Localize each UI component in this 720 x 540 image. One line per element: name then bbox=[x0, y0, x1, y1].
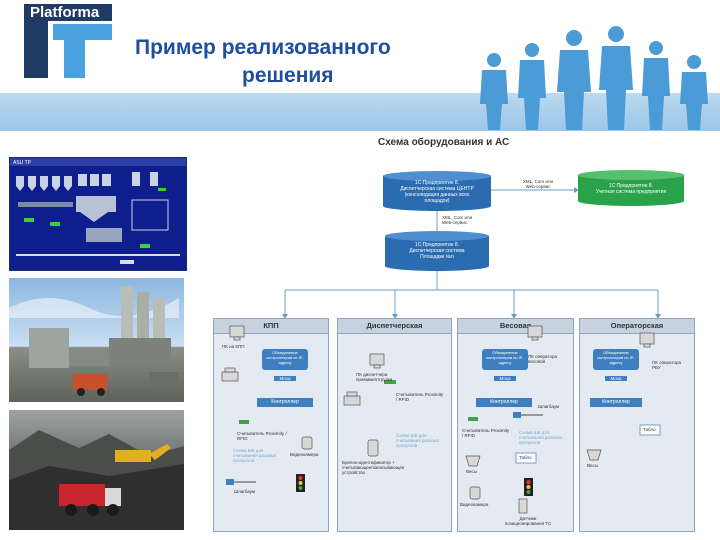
weighing-scheme-label: Схема ШК для считывания разовых пропуско… bbox=[519, 430, 563, 445]
accounting-db-line2: Учетная система предприятия bbox=[595, 189, 667, 195]
site-db-cylinder bbox=[385, 231, 489, 271]
logo-bar bbox=[24, 4, 112, 21]
weighing-camera-label: Видеокамера bbox=[460, 502, 489, 507]
central-db-cylinder bbox=[383, 171, 491, 211]
printer-dispatch-icon bbox=[343, 391, 361, 406]
scales-operator-icon bbox=[586, 449, 602, 461]
kpp-scheme-label: Схема ШК для считывания разовых пропуско… bbox=[233, 448, 277, 463]
reader-kpp-icon bbox=[239, 420, 249, 424]
concrete-plant-image bbox=[9, 278, 184, 402]
weighing-moxa: Moxa bbox=[494, 376, 516, 381]
link-top-label: XML, Com или Web-сервис bbox=[514, 179, 562, 189]
diagram-title: Схема оборудования и АС bbox=[378, 137, 510, 148]
kpp-pc-label: ПК на КПП bbox=[222, 344, 245, 349]
kpp-gateway: Объединение контроллеров по IP-адресу bbox=[262, 349, 308, 370]
traffic-light-kpp-icon bbox=[296, 474, 305, 492]
reader-weighing-icon bbox=[468, 417, 478, 421]
site-db-line3: Площадки №n bbox=[420, 254, 454, 260]
dept-dispatch-title: Диспетчерская bbox=[338, 319, 451, 334]
logo-text: Platforma bbox=[30, 4, 100, 21]
weighing-pc-label: ПК оператора весовой bbox=[528, 354, 557, 364]
site-db-label: 1С:Предприятие 8. Диспетчерская система … bbox=[390, 242, 484, 260]
weighing-sensors-label: Датчики позиционирования ТС bbox=[504, 516, 552, 526]
traffic-light-weighing-icon bbox=[524, 478, 533, 496]
link-top-line1: XML, Com или bbox=[522, 179, 554, 184]
dept-operator-title: Операторская bbox=[580, 319, 694, 334]
kpp-gateway-text: Объединение контроллеров по IP-адресу bbox=[266, 350, 304, 365]
link-top-line2: Web-сервис bbox=[525, 184, 551, 189]
kpp-controller: Контроллер bbox=[257, 398, 313, 407]
kpp-camera-label: Видеокамера bbox=[290, 452, 319, 457]
dispatch-pc-label: ПК диспетчера приемки/отгрузки bbox=[356, 372, 393, 382]
dept-dispatch: Диспетчерская bbox=[337, 318, 452, 532]
link-mid-label: XML, Com или Web-сервис bbox=[442, 215, 482, 225]
central-db-line1: 1С:Предприятие 8. bbox=[414, 180, 460, 186]
link-mid-line1: XML, Com или bbox=[442, 215, 473, 220]
sensor-icon bbox=[518, 498, 528, 514]
printer-kpp-icon bbox=[221, 367, 239, 382]
weighing-gateway-text: Объединение контроллеров по IP-адресу bbox=[486, 350, 524, 365]
scales-weighing-icon bbox=[465, 455, 481, 467]
dept-operator: Операторская bbox=[579, 318, 695, 532]
page-title-line2: решения bbox=[242, 64, 334, 87]
site-db-line2: Диспетчерская система bbox=[409, 248, 465, 254]
scada-caption: ASU TP bbox=[13, 160, 32, 166]
header-band bbox=[0, 93, 720, 131]
weighing-barrier-label: Шлагбаум bbox=[538, 404, 560, 409]
operator-controller: Контроллер bbox=[590, 398, 642, 407]
concrete-plant-drawing bbox=[9, 286, 179, 396]
central-db-line3: (консолидация данных всех bbox=[404, 192, 470, 198]
operator-gateway-text: Объединение контроллеров по IP-адресу bbox=[597, 350, 635, 365]
central-db-line2: Диспетчерская система ЦЕНТР bbox=[400, 186, 474, 192]
kpp-reader-label: Считыватель Proximity / RFID bbox=[237, 431, 287, 441]
central-db-line4: площадок) bbox=[424, 198, 450, 204]
scada-screen-image: ASU TP bbox=[9, 157, 187, 271]
dispatch-reader-label: Считыватель Proximity / RFID bbox=[396, 392, 444, 402]
logo-t-stem bbox=[64, 24, 85, 78]
quarry-truck-image bbox=[9, 410, 184, 530]
board-weighing-icon bbox=[515, 452, 537, 464]
weighing-scales-label: Весы bbox=[466, 469, 477, 474]
camera-kpp-icon bbox=[301, 436, 313, 450]
operator-scales-label: Весы bbox=[587, 463, 598, 468]
barrier-kpp-icon bbox=[226, 479, 256, 485]
keyfob-device-icon bbox=[367, 439, 379, 457]
page-title-line1: Пример реализованного bbox=[135, 36, 391, 59]
accounting-db-line1: 1С:Предприятие 8. bbox=[608, 183, 654, 189]
pc-dispatch-icon bbox=[369, 353, 385, 369]
camera-weighing-icon bbox=[469, 486, 481, 500]
link-mid-line2: Web-сервис bbox=[442, 220, 468, 225]
reader-dispatch-icon bbox=[384, 380, 396, 384]
barrier-weighing-icon bbox=[513, 412, 543, 418]
kpp-moxa: Moxa bbox=[274, 376, 296, 381]
weighing-board-label: Табло bbox=[519, 455, 532, 460]
pc-operator-icon bbox=[639, 332, 655, 348]
operator-board-label: Табло bbox=[643, 427, 656, 432]
weighing-controller: Контроллер bbox=[476, 398, 532, 407]
scada-drawing: ASU TP bbox=[10, 158, 186, 264]
board-operator-icon bbox=[639, 424, 661, 436]
quarry-truck-drawing bbox=[9, 430, 184, 530]
accounting-db-cylinder bbox=[578, 170, 684, 206]
central-db-label: 1С:Предприятие 8. Диспетчерская система … bbox=[388, 180, 486, 204]
accounting-db-label: 1С:Предприятие 8. Учетная система предпр… bbox=[582, 183, 680, 195]
operator-gateway: Объединение контроллеров по IP-адресу bbox=[593, 349, 639, 370]
dept-weighing-title: Весовая bbox=[458, 319, 573, 334]
weighing-reader-label: Считыватель Proximity / RFID bbox=[462, 428, 510, 438]
dispatch-scheme-label: Схема ШК для считывания разовых пропуско… bbox=[396, 433, 440, 448]
pc-kpp-icon bbox=[229, 325, 245, 341]
pc-weighing-icon bbox=[527, 325, 543, 341]
dispatch-device-label: Брелок-идентификатор + считывающее/запис… bbox=[342, 460, 405, 475]
kpp-barrier-label: Шлагбаум bbox=[234, 489, 256, 494]
weighing-gateway: Объединение контроллеров по IP-адресу bbox=[482, 349, 528, 370]
business-people-icon bbox=[480, 26, 708, 130]
operator-pc-label: ПК оператора РБУ bbox=[652, 360, 681, 370]
site-db-line1: 1С:Предприятие 8. bbox=[414, 242, 460, 248]
operator-moxa: Moxa bbox=[605, 376, 627, 381]
